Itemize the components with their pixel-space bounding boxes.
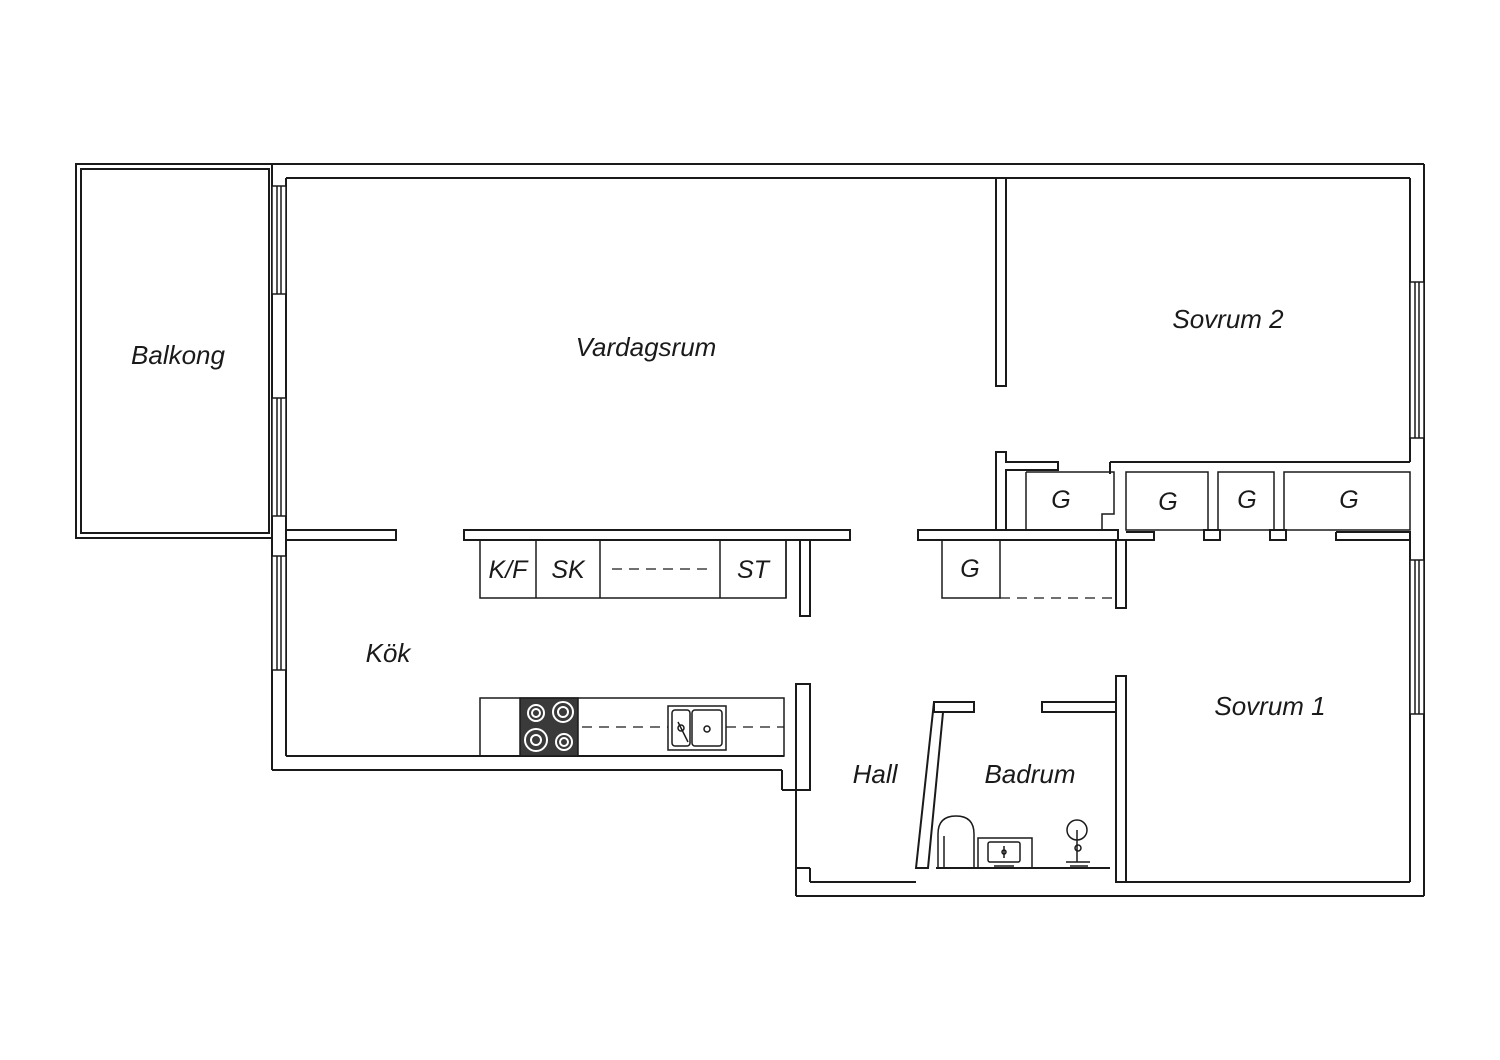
room-label-kok: Kök	[366, 638, 413, 668]
wardrobe-label-1: G	[1051, 486, 1070, 514]
kitchen-bottom-counter	[479, 697, 785, 757]
interior-walls	[285, 177, 1411, 883]
cabinet-label-sk: SK	[551, 556, 586, 584]
hob-icon	[519, 697, 579, 757]
room-label-vardagsrum: Vardagsrum	[576, 332, 717, 362]
wardrobe-label-2: G	[1158, 488, 1177, 516]
cabinet-label-st: ST	[737, 556, 771, 584]
shower-icon	[1066, 819, 1090, 867]
room-label-balkong: Balkong	[131, 340, 225, 370]
fridge-freezer-label: K/F	[489, 556, 530, 584]
kitchen-sink-icon	[667, 705, 727, 751]
wardrobe-label-5: G	[960, 555, 979, 583]
wardrobes	[941, 471, 1411, 599]
room-label-sovrum-1: Sovrum 1	[1214, 691, 1325, 721]
room-label-sovrum-2: Sovrum 2	[1172, 304, 1284, 334]
toilet-icon	[937, 815, 975, 868]
room-label-badrum: Badrum	[984, 759, 1075, 789]
wardrobe-label-4: G	[1339, 486, 1358, 514]
windows	[271, 185, 1425, 715]
wardrobe-label-3: G	[1237, 486, 1256, 514]
kitchen-top-counter	[479, 539, 787, 599]
room-label-hall: Hall	[853, 759, 899, 789]
washbasin-icon	[977, 837, 1033, 869]
